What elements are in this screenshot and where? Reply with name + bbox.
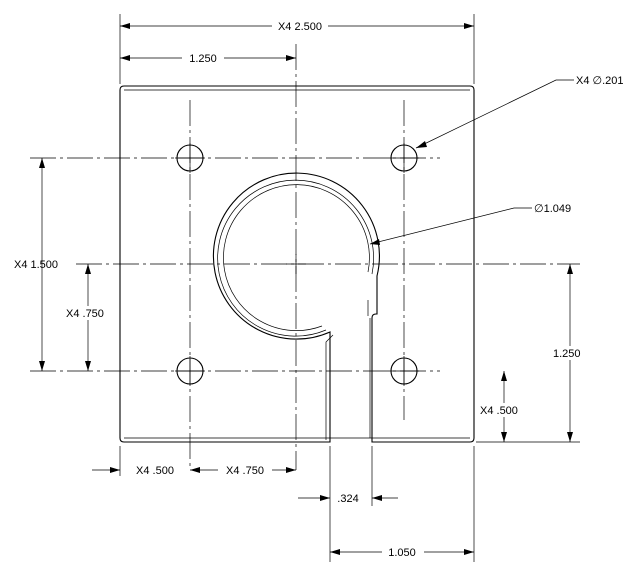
dim-half-width: 1.250 [189,53,217,65]
dim-hole-vertical-spacing: X4 1.500 [14,259,58,271]
dim-bore-diameter: ∅1.049 [534,203,571,215]
hole-top-right [389,143,419,173]
central-bore [217,179,374,337]
dim-hole-edge-vertical: X4 .500 [480,405,518,417]
hole-bottom-left [175,356,205,386]
dim-hole-horizontal-half: X4 .750 [226,465,264,477]
dimension-labels: X4 2.500 1.250 X4 ∅.201 ∅1.049 X4 1.500 … [14,19,624,559]
dim-slot-width: .324 [337,493,358,505]
extension-lines [119,14,580,562]
part-outline [119,85,475,443]
mounting-holes [175,143,419,386]
dim-overall-width: X4 2.500 [278,21,322,33]
hole-top-left [175,143,205,173]
dim-slot-offset: 1.050 [388,547,416,559]
dim-bore-height: 1.250 [553,348,581,360]
dimension-lines [39,23,574,555]
dim-hole-diameter: X4 ∅.201 [576,75,624,87]
dim-hole-vertical-half: X4 .750 [66,308,104,320]
dim-hole-edge-horizontal: X4 .500 [136,465,174,477]
hole-bottom-right [389,356,419,386]
